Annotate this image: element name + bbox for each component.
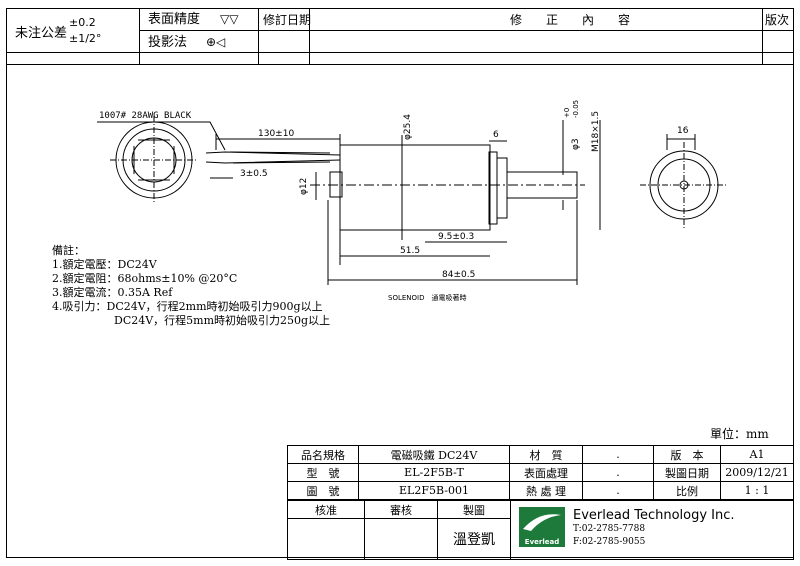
date-label: 製圖日期 <box>653 463 721 482</box>
drawing-no-label: 圖 號 <box>287 481 359 500</box>
draw-label: 製圖 <box>437 500 511 519</box>
dim-shaft-dia: φ12 <box>299 178 309 195</box>
tolerance-angular: ±1/2° <box>69 32 102 45</box>
date-value: 2009/12/21 <box>720 463 794 482</box>
wire-label: 1007# 28AWG BLACK <box>99 111 192 121</box>
unit-label: 單位：mm <box>710 427 769 441</box>
surface-finish-cell: 表面精度 ▽▽ <box>139 8 259 31</box>
notes-title: 備註： <box>52 244 85 257</box>
company-fax: F:02-2785-9055 <box>573 537 646 547</box>
note-line-5: DC24V，行程5mm時初始吸引力250g以上 <box>114 314 331 327</box>
drawing-caption: SOLENOID 通電吸著時 <box>388 293 466 302</box>
material-value: . <box>582 445 654 464</box>
heat-value: . <box>582 481 654 500</box>
version-label: 版 本 <box>653 445 721 464</box>
check-sign <box>364 518 438 560</box>
name-value: 電磁吸鐵 DC24V <box>358 445 510 464</box>
dim-plunger-tol-upper: +0 <box>563 108 571 118</box>
rev-date-label: 修訂日期 <box>263 13 312 27</box>
surface-label: 表面處理 <box>509 463 583 482</box>
scale-label: 比例 <box>653 481 721 500</box>
dim-strip: 3±0.5 <box>240 169 268 179</box>
company-tel: T:02-2785-7788 <box>573 524 646 534</box>
company-cell: Everlead Everlead Technology Inc. T:02-2… <box>510 500 794 560</box>
dim-total-len: 84±0.5 <box>442 270 475 280</box>
check-label: 審核 <box>364 500 438 519</box>
surface-value: . <box>582 463 654 482</box>
logo-text: Everlead <box>524 538 560 546</box>
model-value: EL-2F5B-T <box>358 463 510 482</box>
note-line-2: 2.額定電阻：68ohms±10% @20°C <box>52 272 238 285</box>
company-logo: Everlead <box>519 507 565 547</box>
model-label: 型 號 <box>287 463 359 482</box>
left-end-view <box>110 116 198 204</box>
dim-flange: 6 <box>493 130 499 140</box>
notes-block: 備註： 1.額定電壓：DC24V 2.額定電阻：68ohms±10% @20°C… <box>52 244 330 328</box>
solenoid-body <box>339 144 491 231</box>
projection-symbol: ⊕◁ <box>206 35 226 49</box>
drawing-no-value: EL2F5B-001 <box>358 481 510 500</box>
dim-thread: M18×1.5 <box>591 111 601 152</box>
name-label: 品名規格 <box>287 445 359 464</box>
approve-sign <box>287 518 365 560</box>
note-line-4: 4.吸引力：DC24V，行程2mm時初始吸引力900g以上 <box>52 300 323 313</box>
right-end-view <box>640 134 728 228</box>
heat-label: 熱 處 理 <box>509 481 583 500</box>
surface-finish-symbol: ▽▽ <box>220 12 239 26</box>
company-name: Everlead Technology Inc. <box>573 508 735 523</box>
dim-body-len: 51.5 <box>400 246 420 256</box>
note-line-3: 3.額定電流：0.35A Ref <box>52 286 173 299</box>
rev-content-label: 修 正 內 容 <box>510 13 631 27</box>
header-strip: 未注公差 ±0.2 ±1/2° 表面精度 ▽▽ 修訂日期 修 正 內 容 版次 … <box>6 8 794 65</box>
surface-finish-label: 表面精度 <box>148 12 201 27</box>
dim-plunger-tol-lower: -0.05 <box>572 100 580 118</box>
dim-lead-length: 130±10 <box>258 129 294 139</box>
projection-cell: 投影法 ⊕◁ <box>139 30 259 53</box>
rev-content-header: 修 正 內 容 <box>309 8 763 31</box>
dim-plunger-dia: φ3 <box>571 138 581 150</box>
version-header-label: 版次 <box>765 13 790 27</box>
note-line-1: 1.額定電壓：DC24V <box>52 258 157 271</box>
projection-label: 投影法 <box>148 35 188 50</box>
dim-end-width: 16 <box>677 126 689 136</box>
drafter-name: 溫登凱 <box>437 518 511 560</box>
dim-stroke: 9.5±0.3 <box>438 232 474 242</box>
dim-body-dia: φ25.4 <box>403 114 413 140</box>
title-block: 品名規格 電磁吸鐵 DC24V 材 質 . 版 本 A1 型 號 EL-2F5B… <box>287 445 794 560</box>
version-value: A1 <box>720 445 794 464</box>
version-header: 版次 <box>762 8 794 31</box>
material-label: 材 質 <box>509 445 583 464</box>
approve-label: 核准 <box>287 500 365 519</box>
tolerance-label: 未注公差 <box>15 26 68 41</box>
tolerance-cell: 未注公差 ±0.2 ±1/2° <box>6 8 140 53</box>
rev-date-header: 修訂日期 <box>258 8 312 31</box>
tolerance-linear: ±0.2 <box>69 16 96 29</box>
scale-value: 1 : 1 <box>720 481 794 500</box>
logo-swoosh-icon <box>523 514 561 531</box>
